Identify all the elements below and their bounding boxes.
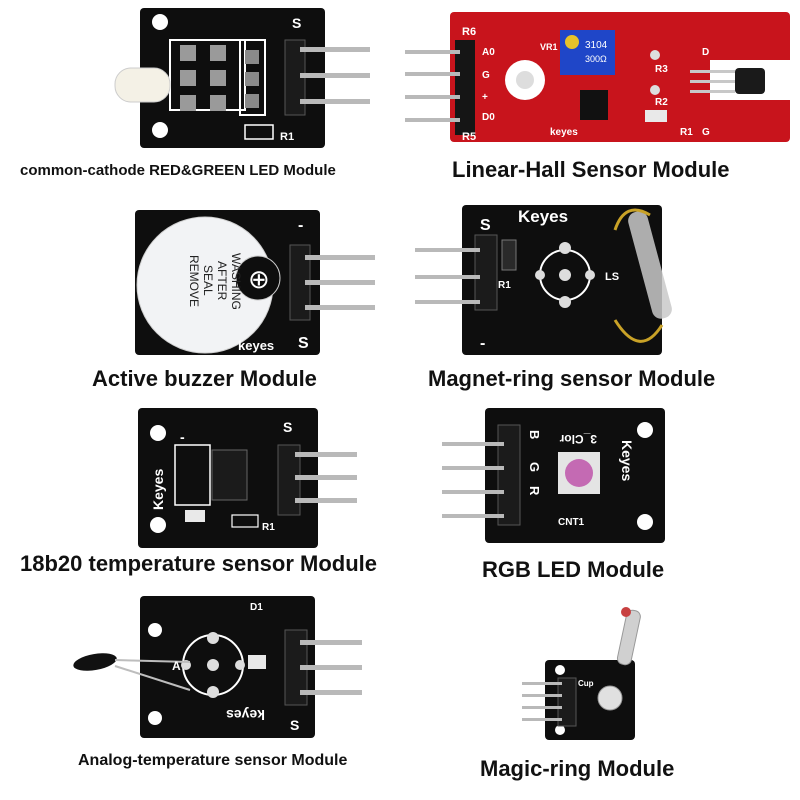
hall-silk-plus: +	[482, 92, 488, 103]
hall-silk-a0: A0	[482, 47, 495, 58]
module-linear-hall: R6 A0 G + D0 R5 VR1 3104 300Ω R3 R2 R1 D…	[400, 0, 800, 200]
magnet-silk-keyes: Keyes	[518, 207, 568, 226]
magic-ring-board-image: Cup	[522, 607, 641, 740]
caption-linear-hall: Linear-Hall Sensor Module	[452, 157, 730, 182]
rgb-silk-color: 3_Clor	[559, 432, 597, 446]
magic-silk-cup: Cup	[578, 679, 594, 688]
caption-magnet-ring: Magnet-ring sensor Module	[428, 366, 716, 391]
analog-silk-d1: D1	[250, 602, 263, 613]
module-rg-led: S R1 common-cathode RED&GREEN LED Module	[0, 0, 430, 200]
magnet-ring-board-image: S Keyes R1 LS -	[415, 205, 672, 355]
module-active-buzzer: ⊕ REMOVE SEAL AFTER WASHING - S keyes Ac…	[0, 200, 400, 400]
rgb-silk-b: B	[527, 430, 542, 439]
magnet-silk-minus: -	[480, 335, 485, 352]
hall-silk-vr1: VR1	[540, 42, 558, 52]
caption-active-buzzer: Active buzzer Module	[92, 366, 317, 391]
hall-silk-g2: G	[702, 127, 710, 138]
rgb-led-board-image: B G R 3_Clor Keyes CNT1	[442, 408, 665, 543]
buzzer-board-image: ⊕ REMOVE SEAL AFTER WASHING - S keyes	[135, 210, 375, 355]
hall-silk-pot: 3104	[585, 40, 608, 51]
module-magic-ring: Cup Magic-ring Module	[450, 590, 800, 800]
analog-silk-s: S	[290, 717, 299, 733]
hall-silk-d: D	[702, 47, 709, 58]
caption-rgb-led: RGB LED Module	[482, 557, 665, 582]
rg-led-board-image: S R1	[114, 8, 370, 148]
rgb-silk-g: G	[527, 462, 542, 472]
buzzer-sticker-line1: REMOVE	[187, 255, 201, 307]
rg-led-silk-r1: R1	[280, 131, 294, 143]
caption-18b20: 18b20 temperature sensor Module	[20, 551, 378, 576]
analog-silk-a: A	[172, 659, 181, 673]
caption-analog-temp: Analog-temperature sensor Module	[78, 752, 348, 769]
hall-silk-r2: R2	[655, 97, 668, 108]
buzzer-silk-s: S	[298, 335, 309, 352]
magnet-silk-r1: R1	[498, 280, 511, 291]
18b20-board-image: S Keyes - R1	[138, 408, 357, 548]
hall-silk-r6: R6	[462, 26, 476, 38]
analog-temp-board-image: A D1 keyes S	[73, 596, 362, 738]
18b20-silk-s: S	[283, 419, 292, 435]
18b20-silk-minus: -	[180, 429, 185, 445]
hall-silk-r5: R5	[462, 131, 476, 143]
rg-led-silk-s-top: S	[292, 15, 301, 31]
caption-rg-led: common-cathode RED&GREEN LED Module	[20, 162, 336, 179]
hall-silk-r1: R1	[680, 127, 693, 138]
rgb-silk-cnt: CNT1	[558, 517, 585, 528]
magnet-silk-s: S	[480, 217, 491, 234]
hall-silk-r3: R3	[655, 64, 668, 75]
module-analog-temp: A D1 keyes S Analog-temperature sensor M…	[0, 590, 450, 800]
hall-silk-d0: D0	[482, 112, 495, 123]
buzzer-sticker-line4: WASHING	[229, 253, 243, 310]
caption-magic-ring: Magic-ring Module	[480, 756, 675, 781]
rgb-silk-r: R	[527, 486, 542, 496]
linear-hall-board-image: R6 A0 G + D0 R5 VR1 3104 300Ω R3 R2 R1 D…	[405, 12, 790, 143]
module-magnet-ring: S Keyes R1 LS - Magnet-ring sensor Modul…	[400, 200, 800, 400]
magnet-silk-ls: LS	[605, 271, 619, 283]
analog-silk-keyes: keyes	[226, 707, 265, 723]
svg-text:⊕: ⊕	[248, 264, 270, 294]
hall-silk-pot2: 300Ω	[585, 54, 607, 64]
buzzer-silk-keyes: keyes	[238, 338, 274, 353]
hall-silk-keyes: keyes	[550, 127, 578, 138]
buzzer-sticker-line2: SEAL	[201, 265, 215, 296]
18b20-silk-r1: R1	[262, 522, 275, 533]
buzzer-sticker-line3: AFTER	[215, 261, 229, 301]
18b20-silk-keyes: Keyes	[150, 469, 166, 510]
buzzer-silk-minus: -	[298, 217, 303, 234]
module-18b20: S Keyes - R1 18b20 temperature sensor Mo…	[0, 400, 460, 590]
rgb-silk-keyes: Keyes	[619, 440, 635, 481]
hall-silk-g: G	[482, 70, 490, 81]
module-rgb-led: B G R 3_Clor Keyes CNT1 RGB LED Module	[430, 400, 800, 590]
